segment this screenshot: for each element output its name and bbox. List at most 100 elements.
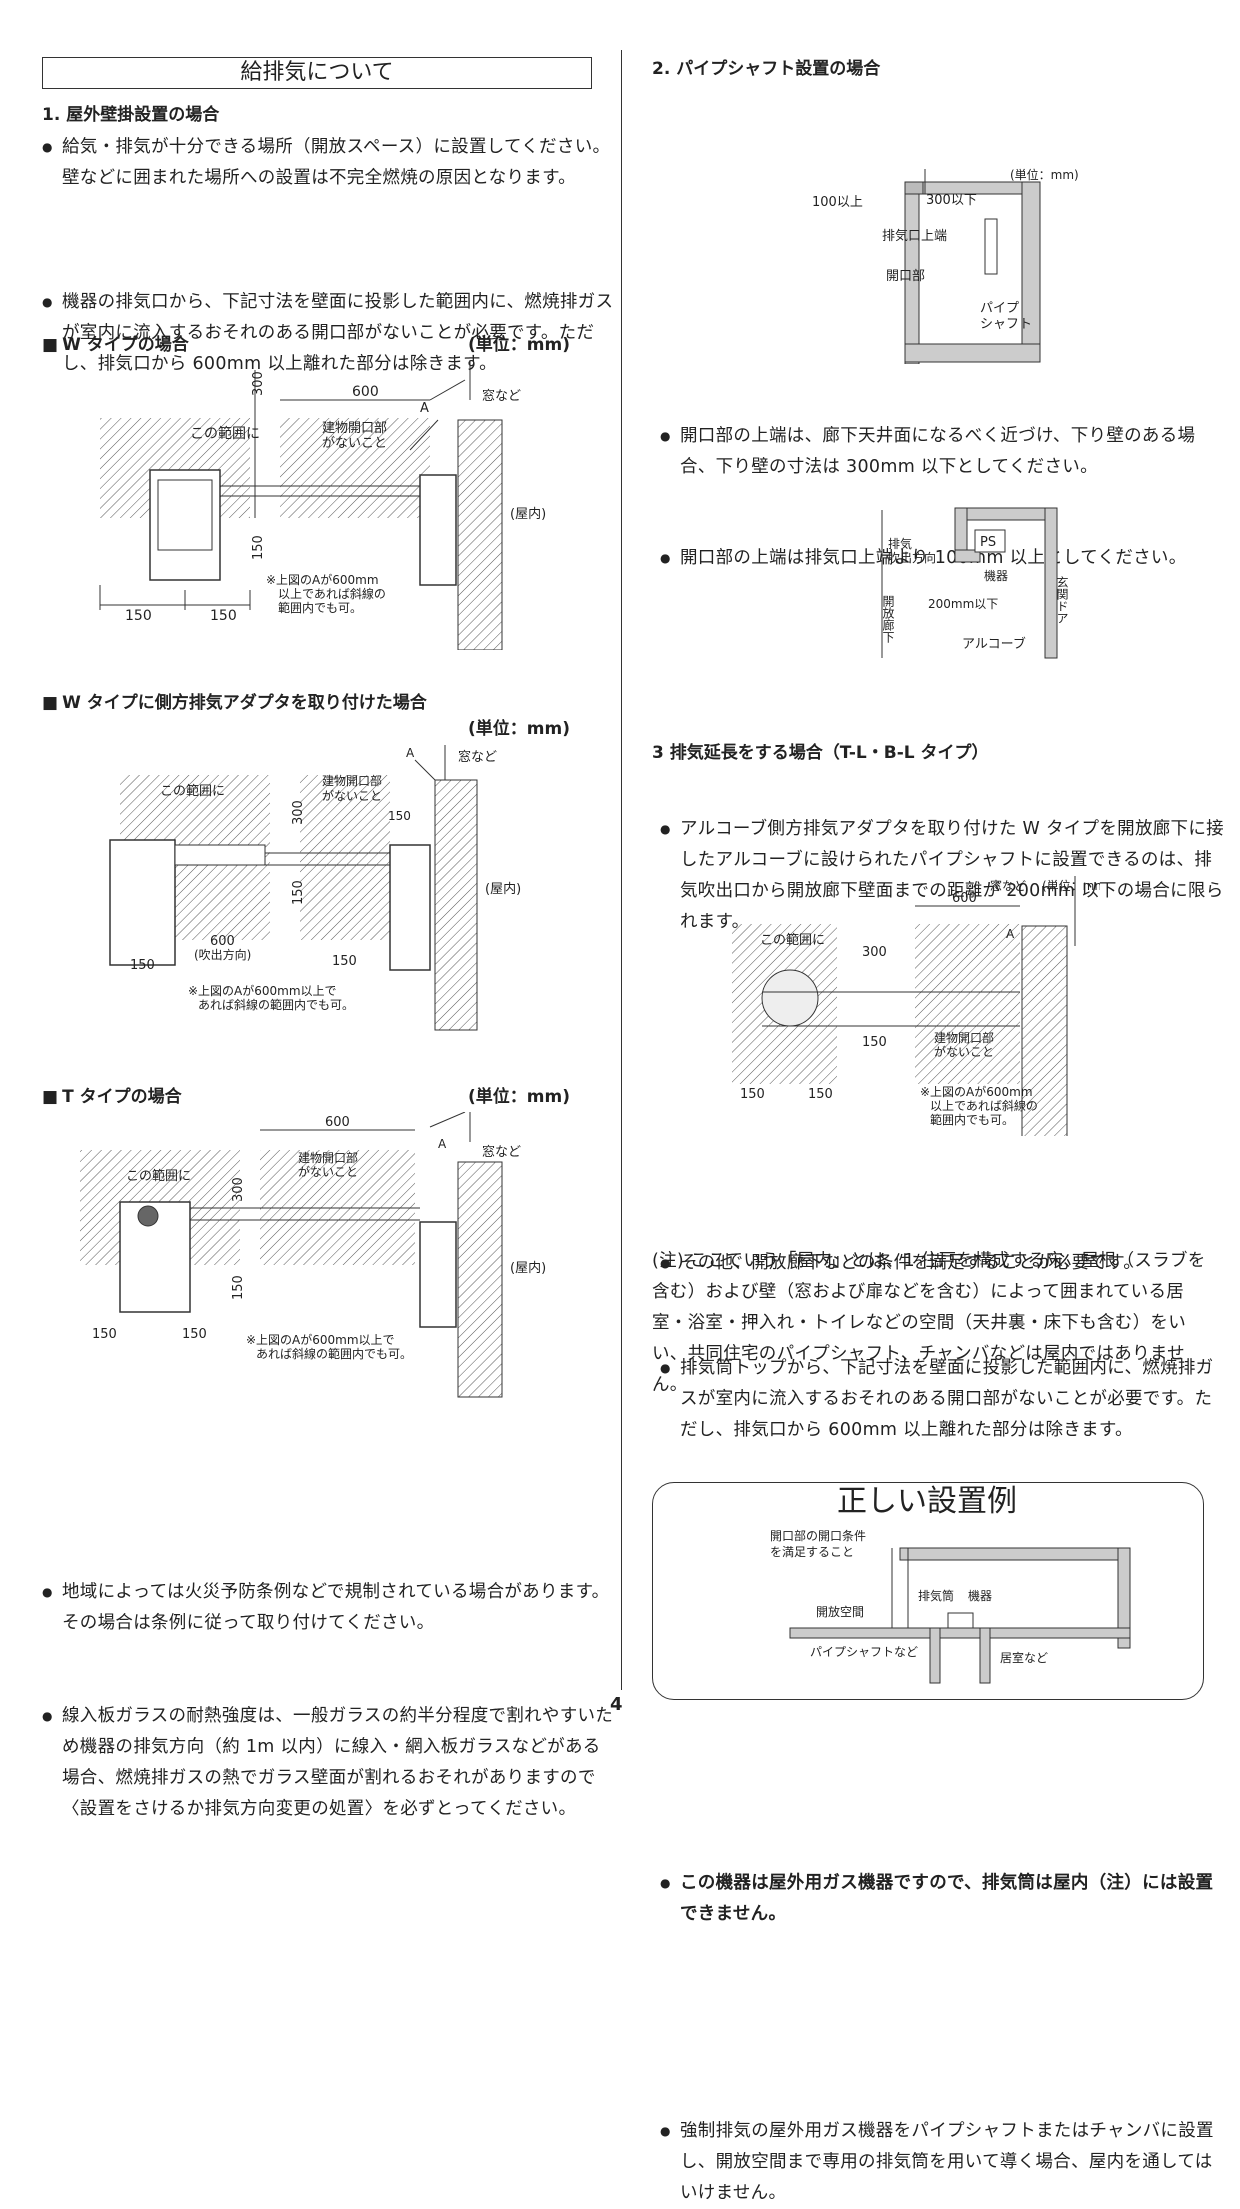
w-okunai: (屋内)	[510, 506, 546, 522]
fig-t-diagram: この範囲に 建物開口部 がないこと 600 A 窓など (屋内) 300 150…	[80, 1112, 546, 1398]
w-dim-300: 300	[251, 371, 266, 396]
ext-kono-hani: この範囲に	[760, 933, 825, 948]
ex-kyoshitsu: 居室など	[1000, 1650, 1048, 1665]
ex-haikitou: 排気筒	[918, 1588, 954, 1603]
al-ps: PS	[980, 535, 996, 550]
left-bullet-4: 線入板ガラスの耐熱強度は、一般ガラスの約半分程度で割れやすいため機器の排気方向（…	[42, 1701, 614, 1825]
ps-kaikou: 開口部	[886, 269, 925, 284]
t-dim-300: 300	[231, 1177, 246, 1202]
ext-kaikou-2: がないこと	[934, 1044, 994, 1059]
ps-pipe-2: シャフト	[980, 317, 1032, 332]
alcove-diagram: PS 機器 排気 吹出方向 200mm以下 アルコーブ 開放廊下 玄関ドア	[881, 507, 1069, 659]
ps-100: 100以上	[812, 195, 863, 210]
t-note-1: ※上図のAが600mm以上で	[246, 1332, 395, 1347]
fig-ws-unit: (単位：mm)	[468, 719, 570, 739]
page-number: 4	[610, 1694, 623, 1715]
t-okunai: (屋内)	[510, 1260, 546, 1276]
ws-dim-150v: 150	[291, 880, 306, 905]
ws-dim-150a: 150	[130, 958, 155, 973]
w-kono-hani: この範囲に	[190, 425, 260, 442]
ws-kono-hani: この範囲に	[160, 784, 225, 799]
s4-bullet-1: この機器は屋外用ガス機器ですので、排気筒は屋内（注）には設置できません。	[660, 1868, 1228, 1930]
al-alcove: アルコーブ	[962, 636, 1026, 652]
t-dim-150a: 150	[92, 1327, 117, 1342]
ws-dim-300: 300	[291, 800, 306, 825]
ps-pipe-1: パイプ	[980, 301, 1019, 316]
ps-haiki: 排気口上端	[882, 228, 947, 244]
ext-dim-150a: 150	[740, 1087, 765, 1102]
fig-t-unit: (単位：mm)	[468, 1087, 570, 1107]
w-note-1: ※上図のAが600mm	[266, 572, 379, 587]
ext-dim-a: A	[1006, 927, 1015, 941]
ex-pipe: パイプシャフトなど	[810, 1645, 918, 1659]
ext-dim-300: 300	[862, 945, 887, 960]
w-dim-150a: 150	[125, 608, 152, 624]
w-note-3: 範囲内でも可。	[278, 600, 362, 615]
w-dim-600: 600	[352, 384, 379, 400]
fig-t-label: T タイプの場合	[42, 1082, 182, 1107]
s1-bullet-1: 給気・排気が十分できる場所（開放スペース）に設置してください。壁などに囲まれた場…	[42, 132, 614, 194]
left-bullet-3: 地域によっては火災予防条例などで規制されている場合があります。その場合は条例に従…	[42, 1577, 614, 1639]
fig-w-label: W タイプの場合	[42, 330, 189, 355]
ex-kaikou-1: 開口部の開口条件	[770, 1528, 866, 1543]
ps-unit: (単位：mm)	[1010, 167, 1079, 182]
section2-heading: 2. パイプシャフト設置の場合	[652, 59, 881, 79]
page-title: 給排気について	[42, 57, 592, 89]
t-kono-hani: この範囲に	[126, 1169, 191, 1184]
fig-ws-label: W タイプに側方排気アダプタを取り付けた場合	[42, 688, 427, 713]
ws-dim-150r: 150	[388, 809, 411, 823]
al-haiki-1: 排気	[888, 536, 912, 551]
ext-note-3: 範囲内でも可。	[930, 1112, 1014, 1127]
s2-bullet-2: 開口部の上端は排気口上端より 100mm 以上としてください。	[660, 543, 1228, 574]
ext-unit: (単位：mm)	[1042, 878, 1100, 893]
ws-dim-a: A	[406, 746, 415, 760]
ws-note-2: あれば斜線の範囲内でも可。	[198, 997, 354, 1012]
w-kaikou-1: 建物開口部	[322, 421, 387, 436]
t-kaikou-1: 建物開口部	[298, 1150, 358, 1165]
al-genkan: 玄関ドア	[1055, 575, 1069, 624]
s3-bullet-1: 排気筒トップから、下記寸法を壁面に投影した範囲内に、燃焼排ガスが室内に流入するお…	[660, 1353, 1228, 1446]
fig-w-unit: (単位：mm)	[468, 335, 570, 355]
ext-dim-600: 600	[952, 891, 977, 906]
extension-diagram: 窓など (単位：mm) 600 A この範囲に 300 150 建物開口部 がな…	[732, 876, 1100, 1136]
ws-note-1: ※上図のAが600mm以上で	[188, 983, 337, 998]
ex-kaikou-2: を満足すること	[770, 1545, 854, 1559]
ext-kaikou-1: 建物開口部	[934, 1030, 994, 1045]
s4-bullet-2: 強制排気の屋外用ガス機器をパイプシャフトまたはチャンバに設置し、開放空間まで専用…	[660, 2116, 1228, 2209]
al-kiki: 機器	[984, 568, 1008, 583]
ext-dim-150b: 150	[808, 1087, 833, 1102]
t-note-2: あれば斜線の範囲内でも可。	[256, 1346, 412, 1361]
ps-300: 300以下	[926, 193, 977, 208]
ws-dim-150b: 150	[332, 954, 357, 969]
al-haiki-2: 吹出方向	[888, 550, 936, 565]
t-dim-150v: 150	[231, 1275, 246, 1300]
s1-bullet-2: 機器の排気口から、下記寸法を壁面に投影した範囲内に、燃焼排ガスが室内に流入するお…	[42, 287, 614, 380]
w-madonado: 窓など	[482, 388, 521, 404]
w-dim-150v: 150	[251, 535, 266, 560]
section1-heading: 1. 屋外壁掛設置の場合	[42, 105, 220, 125]
column-divider	[621, 50, 622, 1690]
ws-dim-600: 600	[210, 934, 235, 949]
t-madonado: 窓など	[482, 1144, 521, 1160]
ex-kaihou: 開放空間	[816, 1604, 864, 1619]
w-dim-150b: 150	[210, 608, 237, 624]
ws-kaikou-2: がないこと	[322, 788, 382, 803]
t-dim-150b: 150	[182, 1327, 207, 1342]
ext-note-2: 以上であれば斜線の	[930, 1098, 1038, 1113]
t-dim-600: 600	[325, 1115, 350, 1130]
s2-bullet-1: 開口部の上端は、廊下天井面になるべく近づけ、下り壁のある場合、下り壁の寸法は 3…	[660, 421, 1228, 483]
fig-w-diagram: この範囲に 建物開口部 がないこと 600 A 窓など (屋内) 300 150…	[99, 360, 546, 650]
s2-bullet-3: アルコーブ側方排気アダプタを取り付けた W タイプを開放廊下に接したアルコーブに…	[660, 814, 1228, 938]
note-indoor: (注) ここでいう「屋内」とは、1 住戸を構成する床、屋根（スラブを含む）および…	[652, 1251, 1206, 1395]
ext-madonado: 窓など	[990, 878, 1026, 893]
ws-fukidashi: (吹出方向)	[194, 947, 251, 962]
w-dim-a: A	[420, 401, 429, 416]
al-200: 200mm以下	[928, 597, 998, 611]
w-kaikou-2: がないこと	[322, 436, 387, 451]
ext-dim-150v: 150	[862, 1035, 887, 1050]
w-note-2: 以上であれば斜線の	[278, 586, 386, 601]
ext-note-1: ※上図のAが600mm	[920, 1084, 1033, 1099]
ws-okunai: (屋内)	[485, 881, 521, 897]
example-title: 正しい設置例	[837, 1484, 1017, 1519]
ps-diagram: (単位：mm) 100以上 300以下 排気口上端 開口部 パイプ シャフト	[812, 167, 1079, 364]
